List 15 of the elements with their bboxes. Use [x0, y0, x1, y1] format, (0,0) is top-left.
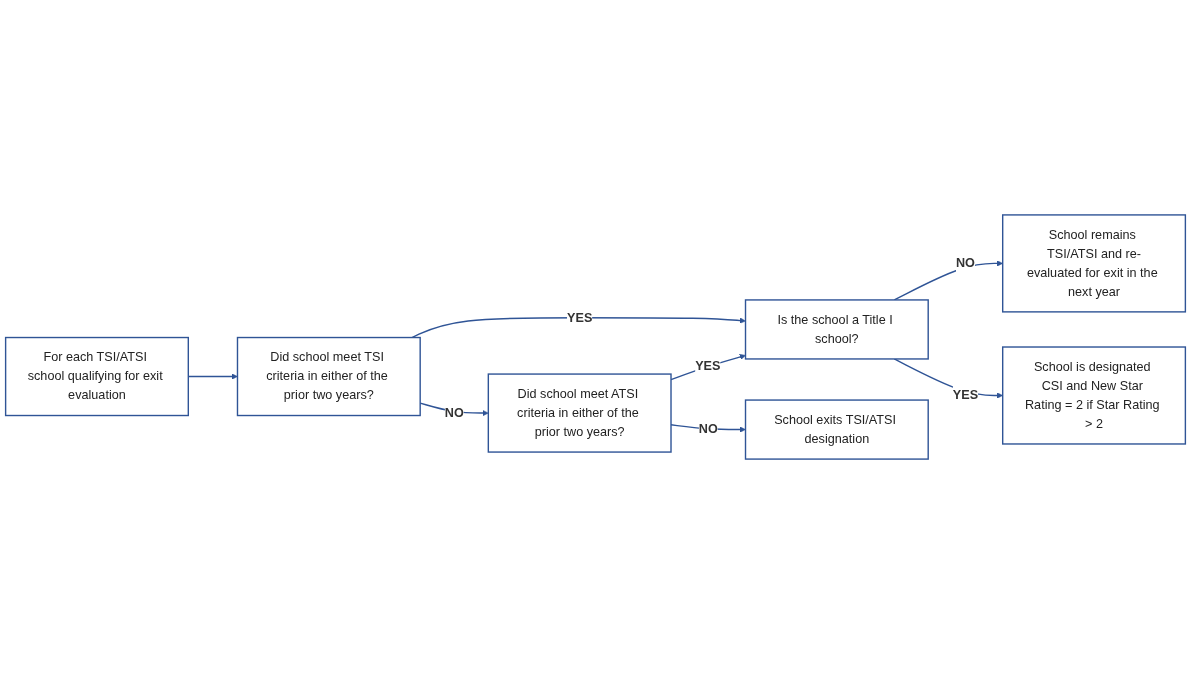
node-box: School exits TSI/ATSI designation	[744, 399, 929, 460]
edge-label: YES	[567, 310, 593, 325]
edge-label: NO	[444, 405, 464, 420]
edge-label: YES	[695, 358, 721, 373]
node-box: Did school meet TSI criteria in either of the prior two years?	[236, 336, 421, 417]
edge-label: NO	[698, 422, 718, 437]
node-box: Did school meet ATSI criteria in either of the prior two years?	[487, 373, 672, 453]
arrow	[893, 260, 1003, 301]
node-box: Is the school a Title I school?	[744, 299, 929, 360]
node-box: School is designated CSI and New Star Rating = 2 if Star Rating > 2	[1002, 346, 1187, 445]
edge-label: NO	[955, 256, 975, 271]
node-box: School remains TSI/ATSI and re-evaluated for exit in the next year	[1002, 214, 1187, 313]
edge-label: YES	[952, 388, 979, 403]
node-box: For each TSI/ATSI school qualifying for exit evaluation	[4, 336, 189, 417]
arrow	[411, 316, 746, 339]
